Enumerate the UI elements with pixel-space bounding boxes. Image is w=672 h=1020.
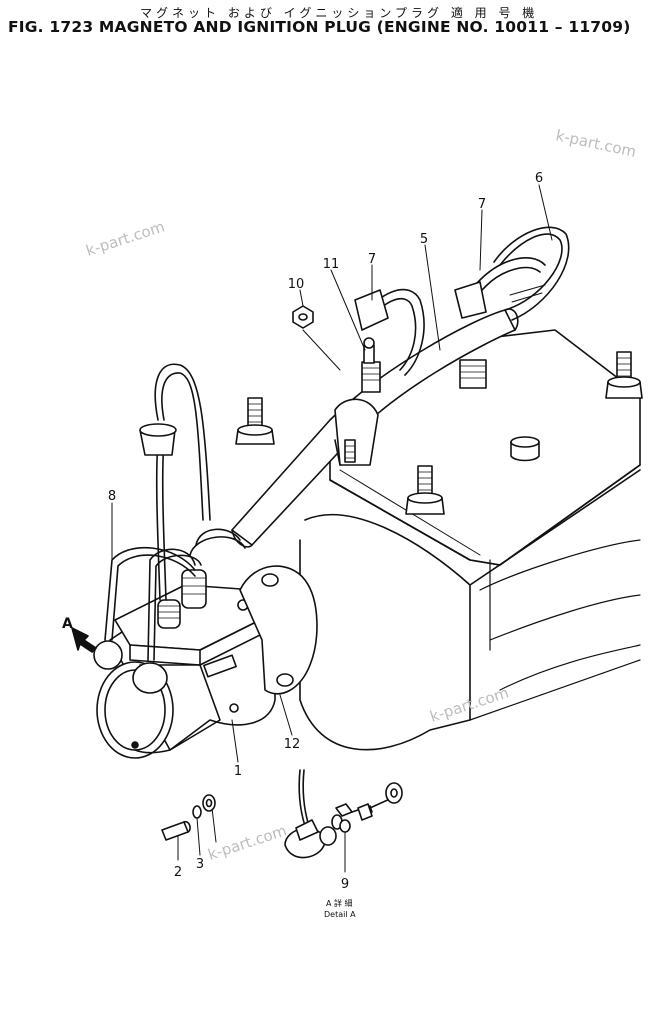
- plug-lead-left: [93, 546, 202, 694]
- magneto-flange-gasket: [239, 565, 318, 695]
- conduit-tube: [189, 308, 519, 556]
- washer-3: [192, 794, 216, 819]
- callout-6: 6: [535, 171, 543, 186]
- callout-12: 12: [284, 737, 301, 752]
- watermark: k-part.com: [206, 821, 289, 863]
- detail-a-assembly: [284, 769, 403, 859]
- hex-nut: [292, 305, 314, 329]
- callout-9: 9: [341, 877, 349, 892]
- spark-plug-adapter: [361, 359, 487, 393]
- callout-7a: 7: [368, 252, 376, 267]
- magneto-body: [96, 584, 276, 759]
- figure-title: FIG. 1723 MAGNETO AND IGNITION PLUG (ENG…: [8, 18, 631, 36]
- callout-11: 11: [323, 257, 340, 272]
- japanese-title: マグネット および イグニッションプラグ 適 用 号 機: [140, 6, 539, 20]
- conduit-clamp: [334, 398, 379, 466]
- stud: [363, 337, 375, 364]
- head-bolt: [405, 465, 445, 515]
- bolt-2: [161, 820, 191, 841]
- view-marker-a: A: [62, 616, 73, 632]
- watermark: k-part.com: [554, 126, 638, 161]
- callout-8: 8: [108, 489, 116, 504]
- high-tension-cable: [139, 363, 211, 601]
- plug-lead: [354, 257, 546, 376]
- callout-7b: 7: [478, 197, 486, 212]
- callout-2: 2: [174, 865, 182, 880]
- callout-10: 10: [288, 277, 305, 292]
- head-bolt: [235, 397, 275, 445]
- leader-lines: [111, 184, 553, 873]
- callout-3: 3: [196, 857, 204, 872]
- cap-nut: [510, 436, 540, 462]
- ignition-cable-loop: [493, 226, 570, 321]
- callout-1: 1: [234, 764, 242, 779]
- cylinder-head: [299, 329, 641, 751]
- watermark: k-part.com: [84, 217, 167, 259]
- detail-label-en: Detail A: [324, 910, 356, 919]
- view-a-arrow: [71, 627, 97, 653]
- detail-label-jp: A 詳 細: [326, 898, 353, 908]
- callout-5: 5: [420, 232, 428, 247]
- head-bolt: [605, 351, 643, 399]
